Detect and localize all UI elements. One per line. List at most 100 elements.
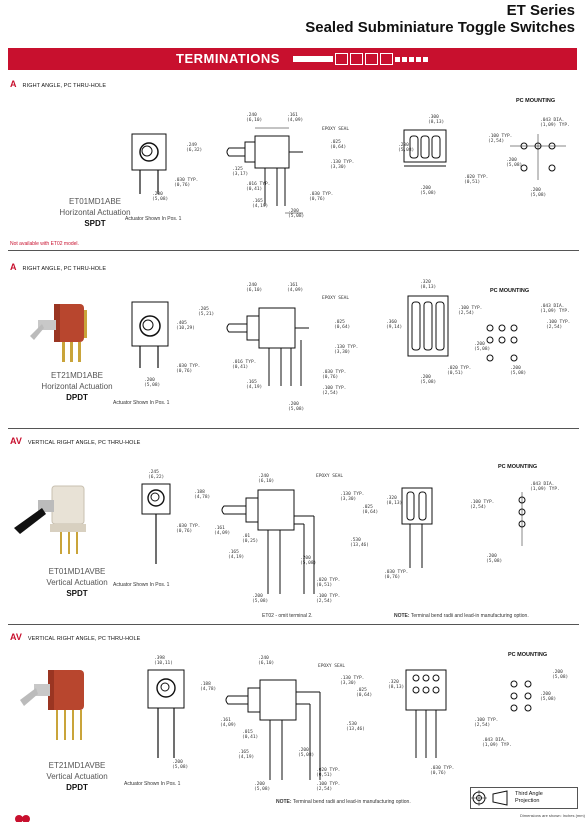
s1-dim-165: .165(4,19) bbox=[252, 199, 269, 209]
section-4-caption: ET21MD1AVBE Vertical Actuation DPDT bbox=[27, 760, 127, 793]
s1-dim-200e: .200(5,08) bbox=[506, 158, 523, 168]
s3-dim-320: .320(8,13) bbox=[386, 496, 403, 506]
s4-dim-165: .165(4,19) bbox=[238, 750, 255, 760]
section-3-heading: AV VERTICAL RIGHT ANGLE, PC THRU-HOLE bbox=[10, 436, 140, 446]
s3-dim-245: .245(6,22) bbox=[148, 470, 165, 480]
s1-dim-240: .240(6,10) bbox=[246, 113, 263, 123]
section-3-part-number: ET01MD1AVBE bbox=[48, 567, 106, 576]
s1-dim-130: .130 TYP.(3,30) bbox=[330, 160, 355, 170]
section-1-bottom-drawing bbox=[403, 129, 447, 167]
section-4-heading: AV VERTICAL RIGHT ANGLE, PC THRU-HOLE bbox=[10, 632, 140, 642]
s4-dim-320: .320(8,13) bbox=[388, 680, 405, 690]
section-1-desc: RIGHT ANGLE, PC THRU-HOLE bbox=[22, 83, 107, 89]
section-3-side-drawing bbox=[221, 489, 315, 594]
section-2-actuator-note: Actuator Shown In Pos. 1 bbox=[113, 400, 170, 406]
brand-logo-icon bbox=[15, 815, 30, 822]
section-2-code: A bbox=[10, 262, 17, 272]
section-2-pc-layout bbox=[486, 324, 518, 362]
s2-dim-020: .020 TYP.(0,51) bbox=[447, 366, 472, 376]
section-3-actuator-note: Actuator Shown In Pos. 1 bbox=[113, 582, 170, 588]
s3-dim-030-front: .030 TYP.(0,76) bbox=[176, 524, 201, 534]
s3-dim-165: .165(4,19) bbox=[228, 550, 245, 560]
s3-dim-100b: .100 TYP.(2,54) bbox=[470, 500, 495, 510]
s2-dim-405: .405(10,29) bbox=[176, 321, 195, 331]
s4-dim-200b: .200(5,08) bbox=[254, 782, 271, 792]
s2-dim-100: .100 TYP.(2,54) bbox=[322, 386, 347, 396]
section-3-code: AV bbox=[10, 436, 22, 446]
section-3-actuation: Vertical Actuation bbox=[46, 578, 108, 587]
page-header: ET Series Sealed Subminiature Toggle Swi… bbox=[305, 2, 575, 36]
s2-dim-165: .165(4,19) bbox=[246, 380, 263, 390]
section-4-desc: VERTICAL RIGHT ANGLE, PC THRU-HOLE bbox=[27, 636, 141, 642]
s1-dim-043: .043 DIA.(1,09) TYP. bbox=[540, 118, 570, 128]
s3-dim-530: .530(13,46) bbox=[350, 538, 369, 548]
section-1-side-drawing bbox=[226, 127, 303, 214]
section-4-note: NOTE: Terminal bend radii and lead-in ma… bbox=[276, 799, 411, 805]
s3-dim-188: .188(4,78) bbox=[194, 490, 211, 500]
s4-dim-200-front: .200(5,08) bbox=[172, 760, 189, 770]
section-1-caption: ET01MD1ABE Horizontal Actuation SPDT bbox=[45, 196, 145, 229]
s4-dim-130: .130 TYP.(3,30) bbox=[340, 676, 365, 686]
s4-dim-398: .398(10,11) bbox=[154, 656, 173, 666]
projection-label: Third Angle Projection bbox=[515, 791, 543, 804]
s3-dim-030: .030 TYP.(0,76) bbox=[384, 570, 409, 580]
section-4-pc-layout bbox=[510, 680, 532, 712]
section-4-side-drawing bbox=[225, 679, 321, 780]
s4-epoxy-seal: EPOXY SEAL bbox=[318, 664, 346, 669]
section-3-desc: VERTICAL RIGHT ANGLE, PC THRU-HOLE bbox=[27, 440, 141, 446]
section-1-pole: SPDT bbox=[84, 219, 106, 228]
s2-dim-360: .360(9,14) bbox=[386, 320, 403, 330]
section-2-divider bbox=[8, 428, 579, 429]
s1-dim-016: .016 TYP.(0,41) bbox=[246, 182, 271, 192]
section-4-front-drawing bbox=[147, 669, 185, 758]
section-4-part-number: ET21MD1AVBE bbox=[48, 761, 106, 770]
s2-dim-200c: .200(5,08) bbox=[420, 375, 437, 385]
terminations-banner: TERMINATIONS bbox=[8, 48, 577, 70]
section-3-pole: SPDT bbox=[66, 589, 88, 598]
section-2-bottom-drawing bbox=[407, 295, 449, 357]
section-3-switch-photo bbox=[14, 485, 86, 554]
s3-dim-161: .161(4,09) bbox=[214, 526, 231, 536]
s1-epoxy-seal: EPOXY SEAL bbox=[322, 127, 350, 132]
projection-symbol-icon bbox=[471, 790, 508, 806]
page-subtitle: Sealed Subminiature Toggle Switches bbox=[305, 19, 575, 36]
s1-dim-200b: .200(5,08) bbox=[288, 209, 305, 219]
section-4-bottom-drawing bbox=[405, 669, 447, 758]
s2-dim-100c: .100 TYP.(2,54) bbox=[546, 320, 571, 330]
section-3-divider bbox=[8, 624, 579, 625]
s3-dim-025: .025(0,64) bbox=[362, 505, 379, 515]
s1-dim-200f: .200(5,08) bbox=[530, 188, 547, 198]
section-4-pc-mounting: PC MOUNTING bbox=[508, 652, 548, 658]
s3-dim-01: .01(0,25) bbox=[242, 534, 259, 544]
s1-dim-030: .030 TYP.(0,76) bbox=[309, 192, 334, 202]
s1-dim-249: .249(6,32) bbox=[186, 143, 203, 153]
section-4-code: AV bbox=[10, 632, 22, 642]
s3-dim-100: .100 TYP.(2,54) bbox=[316, 594, 341, 604]
s1-dim-200c: .200(5,08) bbox=[398, 143, 415, 153]
section-2-side-drawing bbox=[226, 307, 309, 386]
third-angle-projection: Third Angle Projection bbox=[470, 787, 578, 809]
s4-dim-530: .530(13,46) bbox=[346, 722, 365, 732]
section-4-actuator-note: Actuator Shown In Pos. 1 bbox=[124, 781, 181, 787]
section-1-code: A bbox=[10, 79, 17, 89]
s1-dim-125: .125(3,17) bbox=[232, 167, 249, 177]
s1-dim-200d: .200(5,08) bbox=[420, 186, 437, 196]
s1-dim-300: .300(8,13) bbox=[428, 115, 445, 125]
s2-dim-205: .205(5,21) bbox=[198, 307, 215, 317]
s2-dim-200b: .200(5,08) bbox=[288, 402, 305, 412]
s2-dim-161: .161(4,09) bbox=[287, 283, 304, 293]
s4-dim-043: .043 DIA.(1,09) TYP. bbox=[482, 738, 512, 748]
section-2-part-number: ET21MD1ABE bbox=[50, 371, 104, 380]
s1-dim-020: .020 TYP.(0,51) bbox=[464, 175, 489, 185]
s1-dim-200-front: .200(5,08) bbox=[152, 192, 169, 202]
section-1-actuator-note: Actuator Shown In Pos. 1 bbox=[125, 216, 182, 222]
section-3-bottom-drawing bbox=[401, 487, 433, 568]
section-1-part-number: ET01MD1ABE bbox=[68, 197, 122, 206]
section-3-note: NOTE: Terminal bend radii and lead-in ma… bbox=[394, 613, 529, 619]
s4-dim-100b: .100 TYP.(2,54) bbox=[474, 718, 499, 728]
section-1-divider bbox=[8, 250, 579, 251]
series-title: ET Series bbox=[506, 2, 575, 19]
section-4-switch-photo bbox=[20, 670, 84, 740]
section-4-actuation: Vertical Actuation bbox=[46, 772, 108, 781]
s2-dim-030: .030 TYP.(0,76) bbox=[322, 370, 347, 380]
